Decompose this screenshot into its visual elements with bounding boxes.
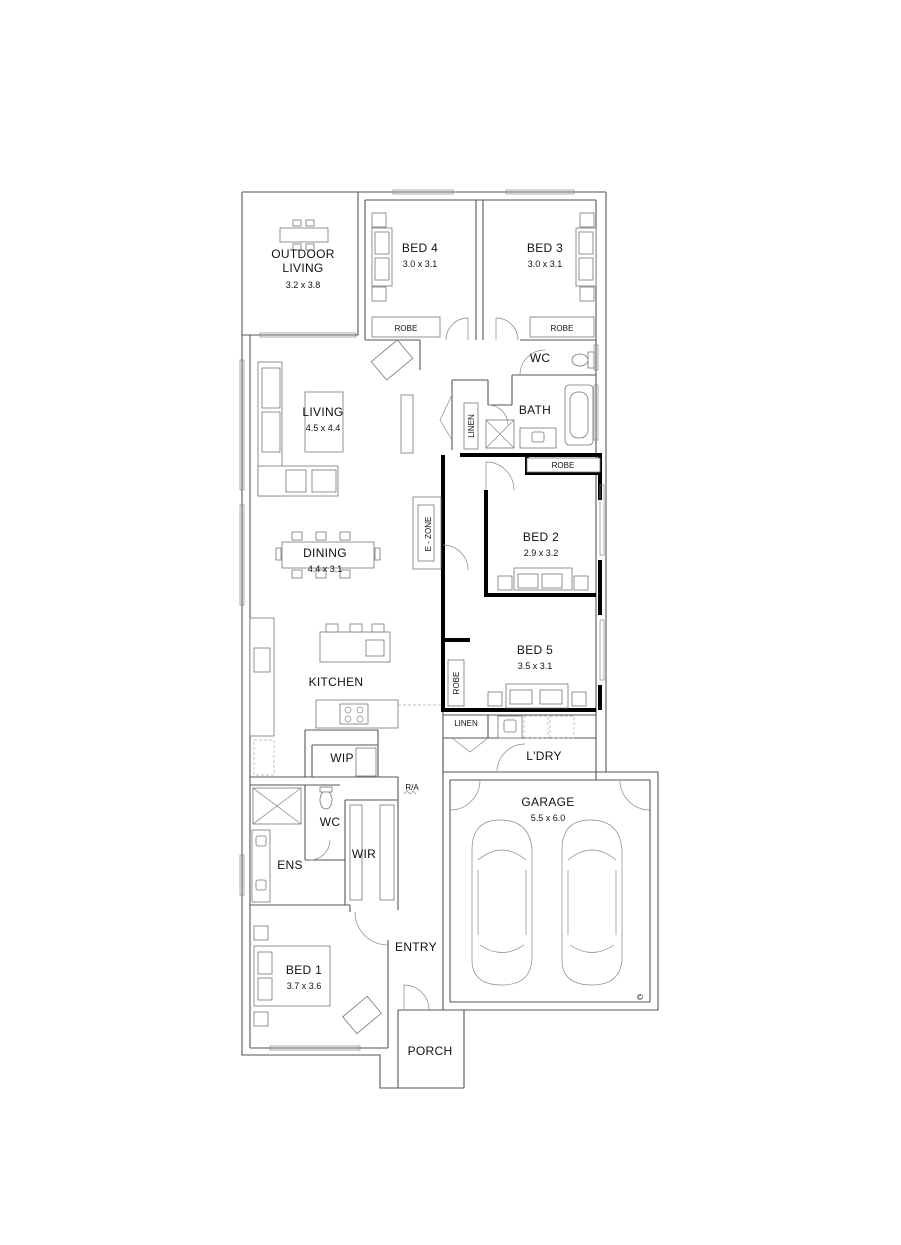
entry-door: [403, 984, 430, 1011]
laundry-door: [496, 743, 526, 773]
garage-door-right: [619, 779, 651, 811]
bed4-dim: 3.0 x 3.1: [403, 259, 438, 269]
linen-top-label: LINEN: [467, 414, 476, 438]
porch-label: PORCH: [408, 1044, 453, 1058]
bed2-label: BED 2: [523, 530, 559, 544]
ens-basin-1: [255, 835, 267, 847]
bed4-robe-label: ROBE: [395, 324, 418, 333]
bed2-door: [485, 461, 515, 491]
dining-label: DINING: [303, 546, 347, 560]
linen-top-doors: [439, 394, 453, 441]
bed3-dim: 3.0 x 3.1: [528, 259, 563, 269]
wc-top-door: [519, 349, 546, 376]
shower-cross-2: [485, 419, 515, 449]
garage-dim: 5.5 x 6.0: [531, 813, 566, 823]
wc-top-cistern: [587, 351, 595, 369]
bed2-robe: [526, 457, 601, 473]
kitchen-bench: [249, 617, 399, 737]
bath-door: [487, 404, 509, 426]
bed5-bed: [487, 683, 587, 709]
bed1-bed: [253, 925, 331, 1027]
bed4-furniture: [371, 212, 441, 338]
ens-cistern: [319, 786, 333, 793]
linen-laundry-label: LINEN: [454, 719, 478, 728]
fridge-space: [253, 739, 275, 776]
outdoor-living-label-2: LIVING: [282, 261, 323, 275]
bed5-dim: 3.5 x 3.1: [518, 661, 553, 671]
washer-space: [523, 715, 549, 739]
ens-wc-label: WC: [320, 815, 341, 829]
bed2-bed: [497, 567, 589, 591]
dryer-space: [549, 715, 575, 739]
living-dim: 4.5 x 4.4: [306, 423, 341, 433]
bed3-robe-label: ROBE: [551, 324, 574, 333]
bed2-dim: 2.9 x 3.2: [524, 548, 559, 558]
bed4-label: BED 4: [402, 241, 438, 255]
outdoor-living-label-1: OUTDOOR: [271, 247, 334, 261]
car-left: [471, 819, 533, 986]
wir-shelf-left: [349, 804, 363, 901]
e-zone-label: E - ZONE: [424, 517, 433, 552]
bed2-robe-label: ROBE: [552, 461, 575, 470]
car-right: [561, 819, 623, 986]
ra-symbol: [403, 790, 417, 795]
linen-top-cupboard: [463, 402, 479, 450]
wip-label: WIP: [330, 751, 354, 765]
wc-top-label: WC: [530, 351, 551, 365]
bed3-door: [495, 317, 519, 341]
bed5-robe-label: ROBE: [452, 672, 461, 695]
bed4-door: [445, 317, 469, 341]
wip-shelf: [355, 747, 377, 777]
dining-table: [275, 531, 381, 579]
kitchen-island: [319, 623, 391, 663]
living-sofa: [257, 361, 339, 497]
laundry-basin: [503, 719, 517, 733]
wir-shelf-right: [379, 804, 395, 901]
bath-basin: [531, 431, 545, 443]
bed3-label: BED 3: [527, 241, 563, 255]
bed1-door: [354, 911, 389, 946]
bed5-hall-door: [442, 544, 469, 571]
garage-door-left: [449, 779, 481, 811]
bed1-label: BED 1: [286, 963, 322, 977]
outdoor-table-set: [279, 219, 329, 251]
living-armchair: [370, 339, 414, 381]
entry-label: ENTRY: [395, 940, 437, 954]
living-rug-table: [304, 391, 344, 453]
kitchen-label: KITCHEN: [309, 675, 364, 689]
bath-label: BATH: [519, 403, 551, 417]
garage-label: GARAGE: [521, 795, 574, 809]
wir-label: WIR: [352, 847, 376, 861]
ens-wc-door: [309, 839, 331, 861]
tv-unit: [400, 394, 414, 454]
linen-laundry-doors: [451, 737, 489, 753]
bedroom-wing-walls: [441, 453, 602, 712]
bed5-robe: [447, 659, 465, 707]
ens-toilet: [319, 790, 333, 810]
ra-label: R/A: [405, 783, 419, 792]
bed1-dim: 3.7 x 3.6: [287, 981, 322, 991]
laundry-label: L'DRY: [526, 749, 562, 763]
ens-label: ENS: [277, 858, 303, 872]
outdoor-living-dim: 3.2 x 3.8: [286, 280, 321, 290]
copyright-mark: ©: [637, 992, 644, 1002]
bed5-label: BED 5: [517, 643, 553, 657]
living-label: LIVING: [302, 405, 343, 419]
ens-shower-cross-2: [252, 787, 302, 825]
e-zone-inner: [417, 504, 435, 562]
dining-dim: 4.4 x 3.1: [308, 564, 343, 574]
bed1-armchair: [342, 995, 382, 1035]
bathtub-inner: [569, 391, 589, 439]
ens-basin-2: [255, 879, 267, 891]
wc-top-toilet: [571, 353, 589, 367]
bed3-furniture: [529, 212, 597, 338]
